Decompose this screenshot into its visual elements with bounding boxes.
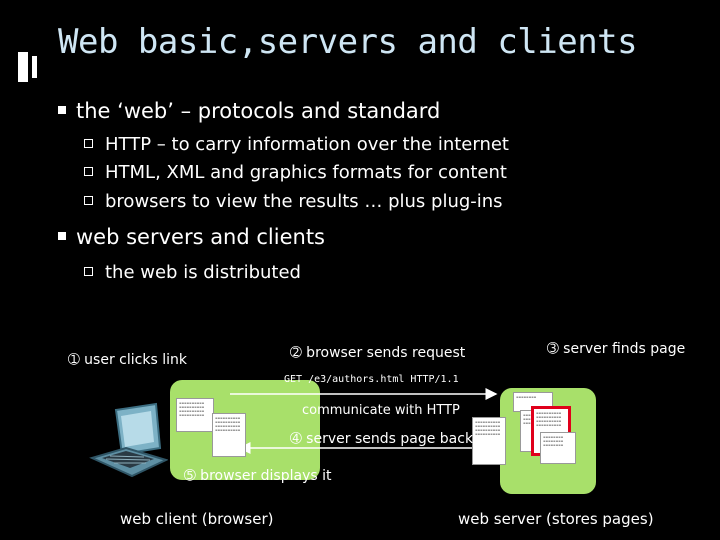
sub-bullet-text: HTML, XML and graphics formats for conte…: [105, 162, 507, 183]
step1-label: ➀ user clicks link: [68, 352, 187, 368]
bullet-square-icon: [58, 232, 66, 240]
client-page-thumbnail: ≡≡≡≡≡≡≡≡≡≡ ≡≡≡≡≡≡≡≡≡≡ ≡≡≡≡≡≡≡≡≡≡ ≡≡≡≡≡≡≡…: [176, 398, 214, 432]
sub-bullet-http: HTTP – to carry information over the int…: [84, 134, 509, 155]
server-page-thumbnail-3: ≡≡≡≡≡≡≡≡ ≡≡≡≡≡≡≡≡ ≡≡≡≡≡≡≡≡: [540, 432, 576, 464]
server-page-thumbnail: ≡≡≡≡≡≡≡≡≡≡ ≡≡≡≡≡≡≡≡≡≡ ≡≡≡≡≡≡≡≡≡≡ ≡≡≡≡≡≡≡…: [472, 417, 506, 465]
sub-bullet-text: HTTP – to carry information over the int…: [105, 134, 509, 155]
bullet-square-icon: [58, 106, 66, 114]
client-computer-icon: [89, 402, 168, 478]
step3-label: ➂ server finds page: [547, 341, 686, 357]
sub-bullet-square-icon: [84, 166, 93, 176]
sub-bullet-square-icon: [84, 138, 93, 148]
sub-bullet-square-icon: [84, 195, 93, 205]
sub-bullet-html: HTML, XML and graphics formats for conte…: [84, 162, 507, 183]
bullet-servers-clients: web servers and clients: [58, 225, 325, 249]
bullet-protocols: the ‘web’ – protocols and standard: [58, 99, 440, 123]
client-page-thumbnail-2: ≡≡≡≡≡≡≡≡≡≡ ≡≡≡≡≡≡≡≡≡≡ ≡≡≡≡≡≡≡≡≡≡ ≡≡≡≡≡≡≡…: [212, 413, 246, 457]
sub-bullet-browsers: browsers to view the results … plus plug…: [84, 191, 503, 212]
title-decoration-bar: [18, 52, 28, 82]
step2-label: ➁ browser sends request: [290, 345, 466, 361]
server-label: web server (stores pages): [458, 510, 654, 528]
step5-label: ➄ browser displays it: [184, 468, 332, 484]
title-decoration-bar-small: [32, 56, 37, 78]
http-request-line: GET /e3/authors.html HTTP/1.1: [284, 374, 459, 385]
slide-title: Web basic,servers and clients: [58, 22, 638, 62]
sub-bullet-distributed: the web is distributed: [84, 262, 301, 283]
step4-label: ➃ server sends page back: [290, 431, 474, 447]
bullet-text: the ‘web’ – protocols and standard: [76, 99, 441, 123]
bullet-text: web servers and clients: [76, 225, 325, 249]
client-label: web client (browser): [120, 510, 274, 528]
sub-bullet-square-icon: [84, 266, 93, 276]
sub-bullet-text: the web is distributed: [105, 262, 301, 283]
sub-bullet-text: browsers to view the results … plus plug…: [105, 191, 503, 212]
communicate-label: communicate with HTTP: [302, 403, 460, 418]
